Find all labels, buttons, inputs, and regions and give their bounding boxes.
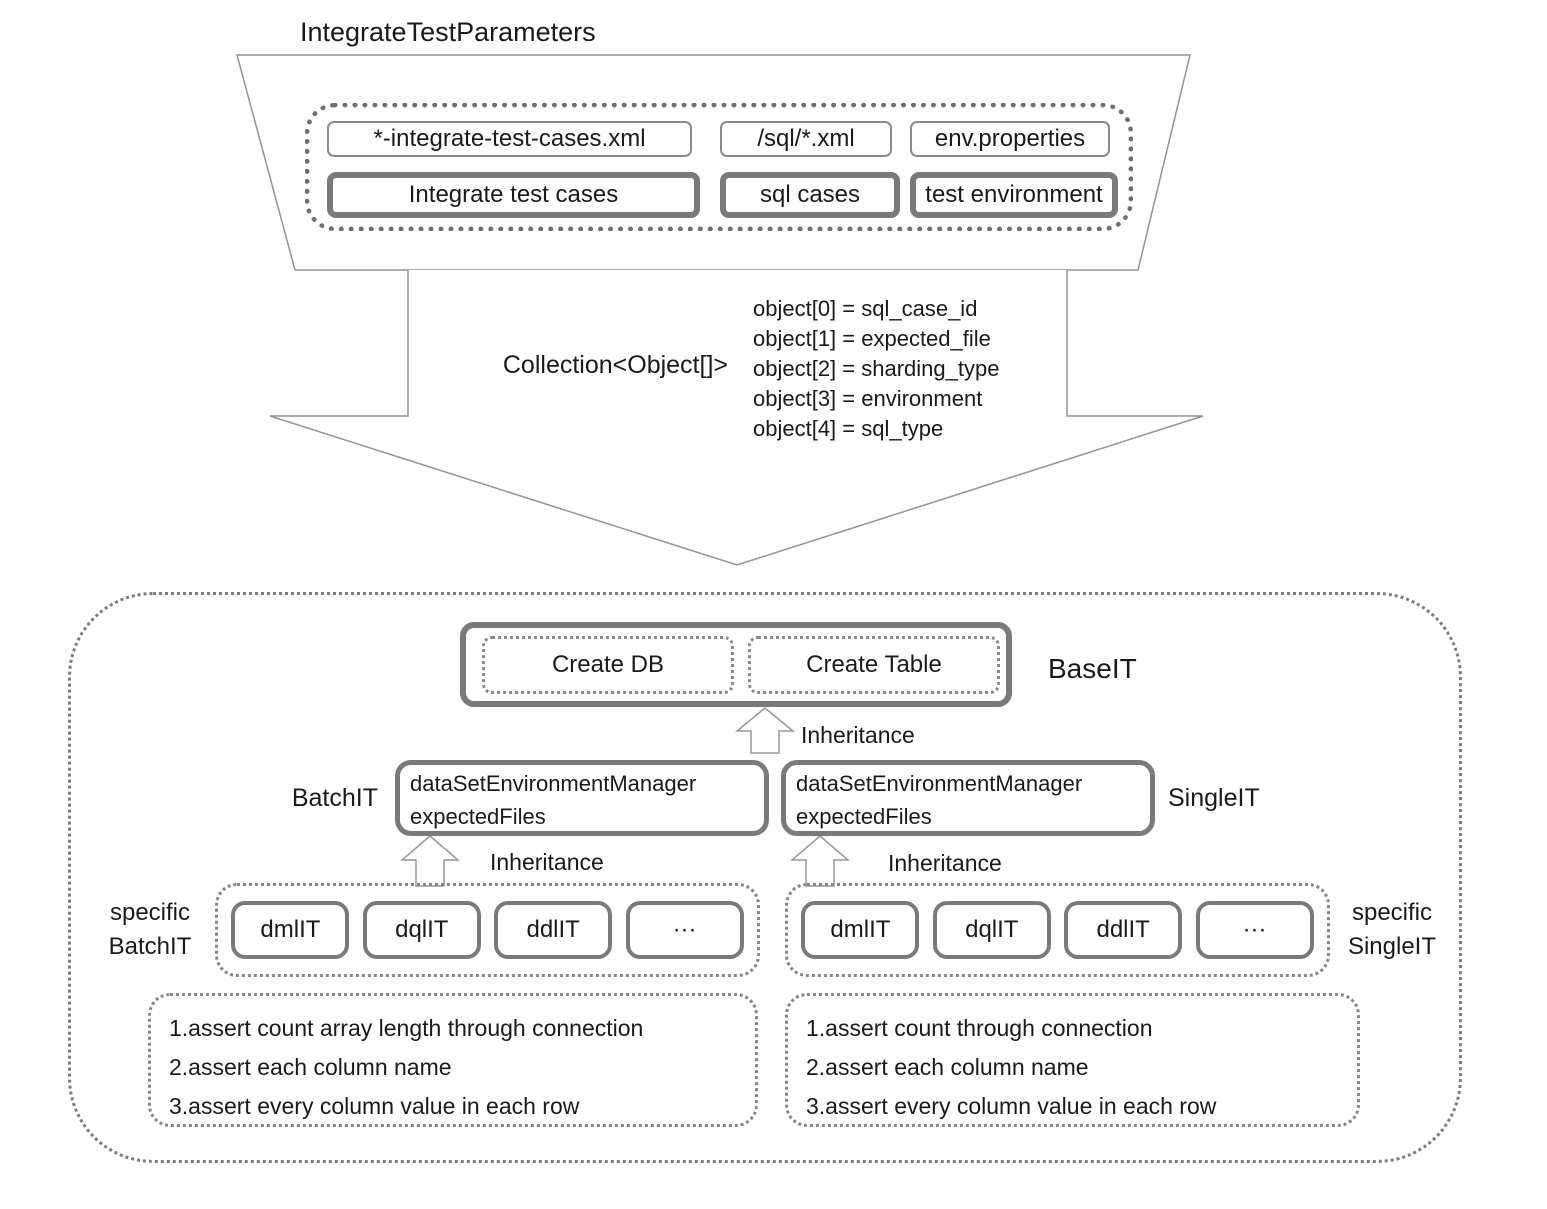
singleit-members-box: dataSetEnvironmentManager expectedFiles (781, 760, 1155, 836)
specific-batchit-label: specific BatchIT (85, 896, 215, 964)
specific-singleit-label: specific SingleIT (1327, 896, 1457, 964)
case-box-integrate-test-cases: Integrate test cases (327, 172, 700, 218)
object-mapping-line: object[3] = environment (753, 386, 983, 411)
dmlit-box: dmlIT (801, 901, 920, 959)
ellipsis-box: ··· (625, 901, 744, 959)
singleit-assertions-box: 1.assert count through connection 2.asse… (785, 993, 1360, 1127)
singleit-word: SingleIT (1347, 933, 1437, 960)
singleit-member: expectedFiles (796, 804, 932, 829)
inheritance-label-singleit: Inheritance (888, 850, 1002, 876)
ddlit-box: ddlIT (494, 901, 613, 959)
file-box-label: env.properties (934, 125, 1086, 152)
inheritance-label-batchit: Inheritance (490, 849, 604, 875)
assertion-line: 1.assert count through connection (806, 1015, 1153, 1041)
inheritance-arrow-baseit (734, 707, 796, 754)
big-down-arrow (269, 270, 1204, 566)
batchit-member: dataSetEnvironmentManager (410, 771, 697, 796)
specific-word: specific (109, 899, 191, 926)
batchit-label: BatchIT (291, 784, 378, 812)
object-mapping-line: object[0] = sql_case_id (753, 296, 978, 321)
batchit-assertions-box: 1.assert count array length through conn… (148, 993, 758, 1127)
batchit-member: expectedFiles (410, 804, 546, 829)
create-db-box: Create DB (482, 636, 734, 694)
batchit-members-box: dataSetEnvironmentManager expectedFiles (395, 760, 769, 836)
dqlit-label: dqlIT (395, 916, 449, 943)
ellipsis-box: ··· (1195, 901, 1314, 959)
create-db-label: Create DB (551, 651, 665, 678)
dqlit-box: dqlIT (362, 901, 481, 959)
create-table-label: Create Table (806, 651, 942, 678)
file-box-label: /sql/*.xml (757, 125, 855, 152)
batchit-word: BatchIT (108, 933, 192, 960)
inheritance-label-baseit: Inheritance (801, 722, 915, 748)
baseit-label: BaseIT (1048, 653, 1137, 684)
case-box-test-environment: test environment (910, 172, 1118, 218)
assertion-line: 1.assert count array length through conn… (169, 1015, 644, 1041)
assertion-line: 3.assert every column value in each row (806, 1093, 1217, 1119)
dqlit-box: dqlIT (932, 901, 1051, 959)
case-box-sql-cases: sql cases (720, 172, 900, 218)
assertion-line: 3.assert every column value in each row (169, 1093, 580, 1119)
dmlit-label: dmlIT (830, 916, 891, 943)
case-box-label: Integrate test cases (408, 181, 619, 208)
create-table-box: Create Table (748, 636, 1000, 694)
ellipsis-label: ··· (672, 916, 697, 943)
dqlit-label: dqlIT (965, 916, 1019, 943)
object-mapping-line: object[2] = sharding_type (753, 356, 1000, 381)
case-box-label: test environment (925, 181, 1103, 208)
specific-batchit-group: dmlIT dqlIT ddlIT ··· (215, 883, 760, 977)
object-mapping-list: object[0] = sql_case_id object[1] = expe… (753, 294, 999, 444)
object-mapping-line: object[4] = sql_type (753, 416, 944, 441)
file-box-integrate-test-cases-xml: *-integrate-test-cases.xml (327, 121, 692, 157)
ellipsis-label: ··· (1242, 916, 1267, 943)
singleit-member: dataSetEnvironmentManager (796, 771, 1083, 796)
inheritance-arrow-singleit (789, 835, 851, 887)
file-box-env-properties: env.properties (910, 121, 1110, 157)
inheritance-arrow-batchit (399, 835, 461, 887)
dmlit-box: dmlIT (231, 901, 350, 959)
funnel-dotted-group (305, 103, 1133, 231)
singleit-label: SingleIT (1168, 784, 1260, 812)
specific-singleit-group: dmlIT dqlIT ddlIT ··· (785, 883, 1330, 977)
object-mapping-line: object[1] = expected_file (753, 326, 991, 351)
ddlit-box: ddlIT (1064, 901, 1183, 959)
dmlit-label: dmlIT (260, 916, 321, 943)
ddlit-label: ddlIT (1096, 916, 1150, 943)
file-box-label: *-integrate-test-cases.xml (373, 125, 646, 152)
assertion-line: 2.assert each column name (169, 1054, 452, 1080)
assertion-line: 2.assert each column name (806, 1054, 1089, 1080)
case-box-label: sql cases (759, 181, 861, 208)
specific-word: specific (1351, 899, 1433, 926)
collection-object-label: Collection<Object[]> (502, 351, 728, 379)
it-framework-container (68, 592, 1462, 1163)
ddlit-label: ddlIT (526, 916, 580, 943)
file-box-sql-xml: /sql/*.xml (720, 121, 892, 157)
diagram-title: IntegrateTestParameters (300, 17, 596, 47)
